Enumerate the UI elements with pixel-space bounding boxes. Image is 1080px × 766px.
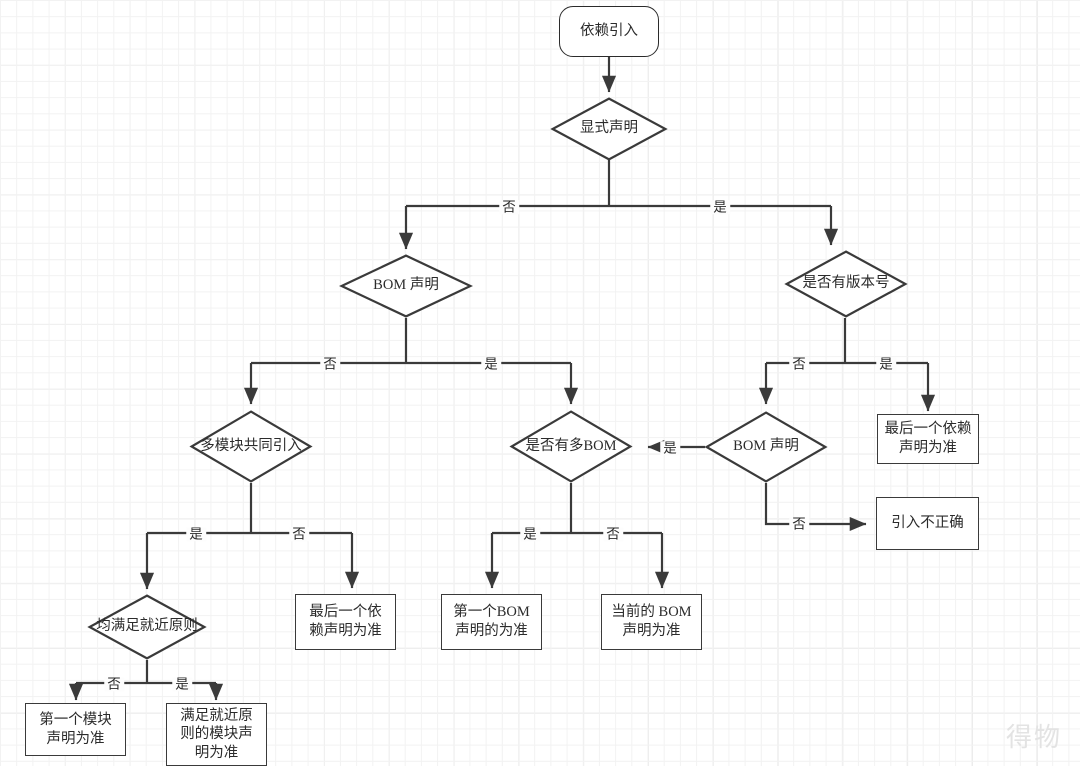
node-explicit-declaration[interactable]: 显式声明 (550, 97, 668, 161)
node-current-bom-label: 当前的 BOM 声明为准 (611, 604, 692, 639)
edge-label-bomleft-no: 否 (320, 357, 340, 371)
edge-label-multimodule-no: 否 (289, 527, 309, 541)
edge-bomright-no (764, 483, 867, 532)
node-has-version-label: 是否有版本号 (802, 275, 890, 292)
node-first-module-label: 第一个模块 声明为准 (39, 711, 112, 747)
edge-label-explicit-yes: 是 (710, 200, 730, 214)
node-import-incorrect-label: 引入不正确 (891, 515, 964, 532)
node-current-bom[interactable]: 当前的 BOM 声明为准 (601, 594, 702, 650)
watermark: 得物 (1005, 723, 1062, 752)
edge-label-nearestall-no: 否 (104, 677, 124, 691)
node-last-dependency-left-label: 最后一个依 赖声明为准 (309, 604, 382, 639)
node-nearest-module[interactable]: 满足就近原 则的模块声 明为准 (166, 703, 267, 766)
node-import-incorrect[interactable]: 引入不正确 (876, 497, 979, 550)
node-explicit-declaration-label: 显式声明 (580, 120, 638, 137)
edge-label-hasversion-yes: 是 (876, 357, 896, 371)
node-multi-bom[interactable]: 是否有多BOM (509, 410, 633, 483)
node-last-dependency-right-label: 最后一个依赖 声明为准 (884, 421, 972, 456)
edge-label-bomleft-yes: 是 (481, 357, 501, 371)
node-nearest-module-label: 满足就近原 则的模块声 明为准 (180, 707, 253, 761)
node-last-dependency-right[interactable]: 最后一个依赖 声明为准 (877, 414, 979, 464)
node-multi-module-import-label: 多模块共同引入 (200, 437, 302, 454)
node-bom-declaration-right-label: BOM 声明 (733, 438, 799, 455)
edge-label-multimodule-yes: 是 (186, 527, 206, 541)
edge-label-nearestall-yes: 是 (172, 677, 192, 691)
node-multi-module-import[interactable]: 多模块共同引入 (189, 410, 313, 483)
edge-label-bomright-no: 否 (789, 517, 809, 531)
node-bom-declaration-right[interactable]: BOM 声明 (704, 411, 828, 483)
node-all-satisfy-nearest[interactable]: 均满足就近原则 (87, 594, 207, 660)
node-first-bom-label: 第一个BOM 声明的为准 (453, 604, 530, 639)
edge-label-hasversion-no: 否 (789, 357, 809, 371)
edge-label-multibom-no: 否 (603, 527, 623, 541)
node-first-bom[interactable]: 第一个BOM 声明的为准 (441, 594, 542, 650)
node-start[interactable]: 依赖引入 (559, 6, 659, 57)
node-bom-declaration-left[interactable]: BOM 声明 (339, 254, 473, 318)
node-start-label: 依赖引入 (580, 23, 638, 40)
edge-label-bomright-yes: 是 (660, 441, 680, 455)
node-all-satisfy-nearest-label: 均满足就近原则 (96, 618, 198, 635)
edge-label-explicit-no: 否 (499, 200, 519, 214)
node-has-version[interactable]: 是否有版本号 (784, 250, 908, 318)
node-last-dependency-left[interactable]: 最后一个依 赖声明为准 (295, 594, 396, 650)
node-first-module[interactable]: 第一个模块 声明为准 (25, 703, 126, 756)
node-multi-bom-label: 是否有多BOM (525, 437, 617, 454)
edge-label-multibom-yes: 是 (520, 527, 540, 541)
node-bom-declaration-left-label: BOM 声明 (373, 277, 439, 294)
